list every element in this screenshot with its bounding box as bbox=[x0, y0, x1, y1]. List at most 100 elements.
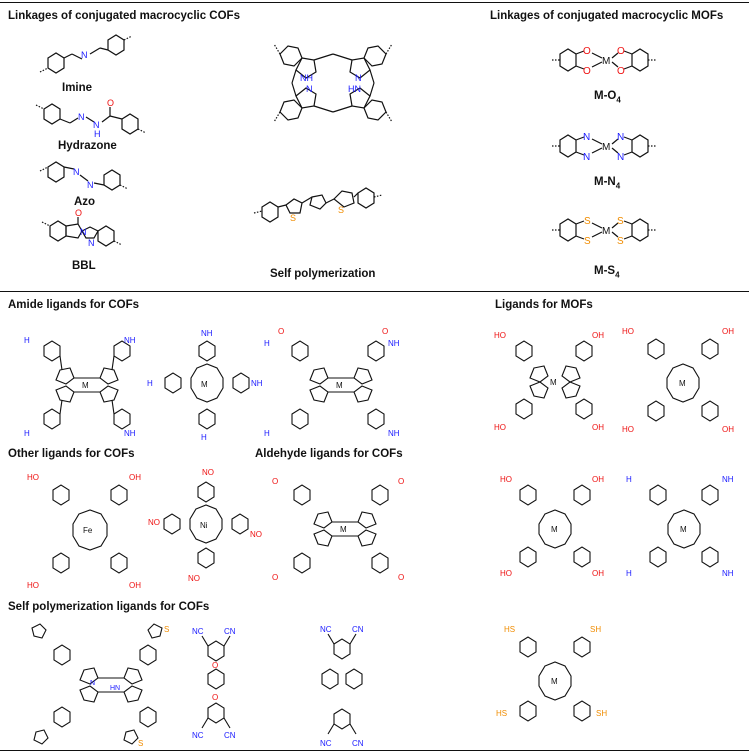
amino-pc-nh2-bottom: H bbox=[201, 433, 207, 442]
amino-phthalocyanine-ligand: M NH H H NH bbox=[147, 328, 267, 443]
section-title-amide-cof: Amide ligands for COFs bbox=[8, 299, 139, 311]
hydrazide-porphyrin-ligand: M O O H NH H NH bbox=[262, 322, 412, 447]
pyrazine-cn-tr: CN bbox=[352, 625, 364, 634]
azo-n2-atom: N bbox=[87, 180, 94, 190]
thiol-pc-metal: M bbox=[551, 677, 558, 686]
carboxy-pc-oh-br: OH bbox=[129, 581, 141, 590]
hydrazide-o-tl: O bbox=[278, 327, 284, 336]
imine-n-atom: N bbox=[81, 50, 88, 60]
thienyl-porphyrin-ligand: N HN S S bbox=[30, 622, 180, 748]
hydroxy-pc-oh-tr: OH bbox=[592, 475, 604, 484]
carboxy-pc-mof-oh-br: OH bbox=[722, 425, 734, 434]
m-s4-s1-atom: S bbox=[584, 216, 591, 227]
carboxy-porphyrin-mof-ligand: M HO OH HO OH bbox=[494, 328, 614, 433]
carboxy-porph-mof-oh-br: OH bbox=[592, 423, 604, 432]
m-n4-n3-atom: N bbox=[617, 132, 624, 143]
top-rule bbox=[0, 2, 749, 3]
thiol-pc-hs-bl: HS bbox=[496, 709, 507, 718]
amino-porphyrin-nh2-bl: H bbox=[24, 429, 30, 438]
thienyl-porphyrin-n: N bbox=[90, 680, 95, 687]
bbl-label: BBL bbox=[72, 260, 96, 272]
nitro-pc-no2-bottom: NO bbox=[188, 574, 200, 583]
bbl-n1-atom: N bbox=[80, 227, 87, 237]
porphyrin-n2-atom: N bbox=[306, 84, 313, 94]
m-o4-linkage-structure: O O O O M bbox=[550, 36, 670, 86]
thienyl-s-tr: S bbox=[164, 625, 169, 634]
amino-porphyrin-nh2-tr: NH bbox=[124, 336, 136, 345]
azo-linkage-structure: N N bbox=[30, 155, 150, 197]
m-o4-o3-atom: O bbox=[617, 46, 625, 57]
amino-phthalocyanine-mof-ligand: M H NH H NH bbox=[622, 470, 746, 582]
dicyano-pyrazine-ligand: NC CN NC CN bbox=[308, 622, 378, 750]
bbl-o-atom: O bbox=[75, 208, 82, 218]
amino-porphyrin-nh2-tl: H bbox=[24, 336, 30, 345]
amino-porphyrin-nh2-br: NH bbox=[124, 429, 136, 438]
amino-pc-nh2-left: H bbox=[147, 379, 153, 388]
amino-pc-mof-h2n-bl: H bbox=[626, 569, 632, 578]
porphyrin-nh-atom: NH bbox=[300, 73, 313, 83]
thiol-pc-sh-tr: SH bbox=[590, 625, 601, 634]
aldehyde-o-tl: O bbox=[272, 477, 278, 486]
m-o4-metal-atom: M bbox=[602, 56, 610, 67]
hydroxy-phthalocyanine-mof-ligand: M HO OH HO OH bbox=[494, 470, 616, 582]
carboxy-pc-mof-metal: M bbox=[679, 379, 686, 388]
amino-pc-mof-nh2-tr: NH bbox=[722, 475, 734, 484]
carboxy-pc-mof-ho-tl: HO bbox=[622, 327, 634, 336]
aldehyde-o-br: O bbox=[398, 573, 404, 582]
m-n4-n4-atom: N bbox=[617, 152, 624, 163]
aldehyde-o-bl: O bbox=[272, 573, 278, 582]
amino-pc-mof-h2n-tl: H bbox=[626, 475, 632, 484]
amino-pc-metal: M bbox=[201, 380, 208, 389]
imine-linkage-structure: N bbox=[30, 30, 140, 82]
dioxin-cn-br: CN bbox=[224, 731, 236, 740]
amino-pc-nh2-top: NH bbox=[201, 329, 213, 338]
aldehyde-porphyrin-metal: M bbox=[340, 525, 347, 534]
dioxin-nc-bl: NC bbox=[192, 731, 204, 740]
nitro-pc-no2-right: NO bbox=[250, 530, 262, 539]
hydroxy-pc-ho-tl: HO bbox=[500, 475, 512, 484]
bbl-n2-atom: N bbox=[88, 238, 95, 248]
carboxy-phthalocyanine-mof-ligand: M HO OH HO OH bbox=[622, 324, 744, 436]
m-n4-metal-atom: M bbox=[602, 142, 610, 153]
hydrazide-n-tr: NH bbox=[388, 339, 400, 348]
pyrazine-nc-tl: NC bbox=[320, 625, 332, 634]
carboxy-porph-mof-ho-bl: HO bbox=[494, 423, 506, 432]
m-s4-linkage-structure: S S S S M bbox=[550, 206, 670, 256]
porphyrin-self-polymerization-structure: NH N N HN bbox=[258, 24, 408, 142]
nitro-pc-no2-top: NO bbox=[202, 468, 214, 477]
m-n4-n2-atom: N bbox=[583, 152, 590, 163]
m-s4-label: M-S4 bbox=[594, 265, 620, 280]
aldehyde-o-tr: O bbox=[398, 477, 404, 486]
nitro-pc-no2-left: NO bbox=[148, 518, 160, 527]
hydrazide-n-tl: H bbox=[264, 339, 270, 348]
aldehyde-porphyrin-ligand: M O O O O bbox=[270, 470, 410, 585]
carboxy-pc-oh-tr: OH bbox=[129, 473, 141, 482]
amino-pc-mof-nh2-br: NH bbox=[722, 569, 734, 578]
m-o4-o4-atom: O bbox=[617, 66, 625, 77]
hydroxy-pc-oh-br: OH bbox=[592, 569, 604, 578]
carboxy-porph-mof-oh-tr: OH bbox=[592, 331, 604, 340]
dioxin-o-bottom: O bbox=[212, 693, 218, 702]
thienyl-s-br: S bbox=[138, 739, 143, 748]
thienyl-porphyrin-hn: HN bbox=[110, 685, 120, 692]
amino-porphyrin-ligand: M H NH H NH bbox=[22, 330, 152, 440]
hydrazone-linkage-structure: N N H O bbox=[30, 95, 160, 140]
imine-label: Imine bbox=[62, 82, 93, 94]
carboxy-pc-fe: Fe bbox=[83, 526, 93, 535]
thiol-pc-sh-br: SH bbox=[596, 709, 607, 718]
bbl-linkage-structure: O N N bbox=[38, 208, 138, 254]
section-title-mof-linkages: Linkages of conjugated macrocyclic MOFs bbox=[490, 10, 724, 22]
section-title-cof-linkages: Linkages of conjugated macrocyclic COFs bbox=[8, 10, 240, 22]
hydrazide-o-tr: O bbox=[382, 327, 388, 336]
dioxin-nc-tl: NC bbox=[192, 627, 204, 636]
dioxin-o-top: O bbox=[212, 661, 218, 670]
thiophene-self-polymerization-structure: S S bbox=[250, 175, 400, 235]
carboxy-pc-ho-bl: HO bbox=[27, 581, 39, 590]
carboxy-fe-phthalocyanine-ligand: Fe HO OH HO OH bbox=[25, 468, 155, 593]
azo-label: Azo bbox=[74, 196, 96, 208]
m-o4-label: M-O4 bbox=[594, 90, 621, 105]
hydroxy-pc-ho-bl: HO bbox=[500, 569, 512, 578]
bottom-rule bbox=[0, 750, 749, 751]
amino-pc-nh2-right: NH bbox=[251, 379, 263, 388]
m-n4-n1-atom: N bbox=[583, 132, 590, 143]
